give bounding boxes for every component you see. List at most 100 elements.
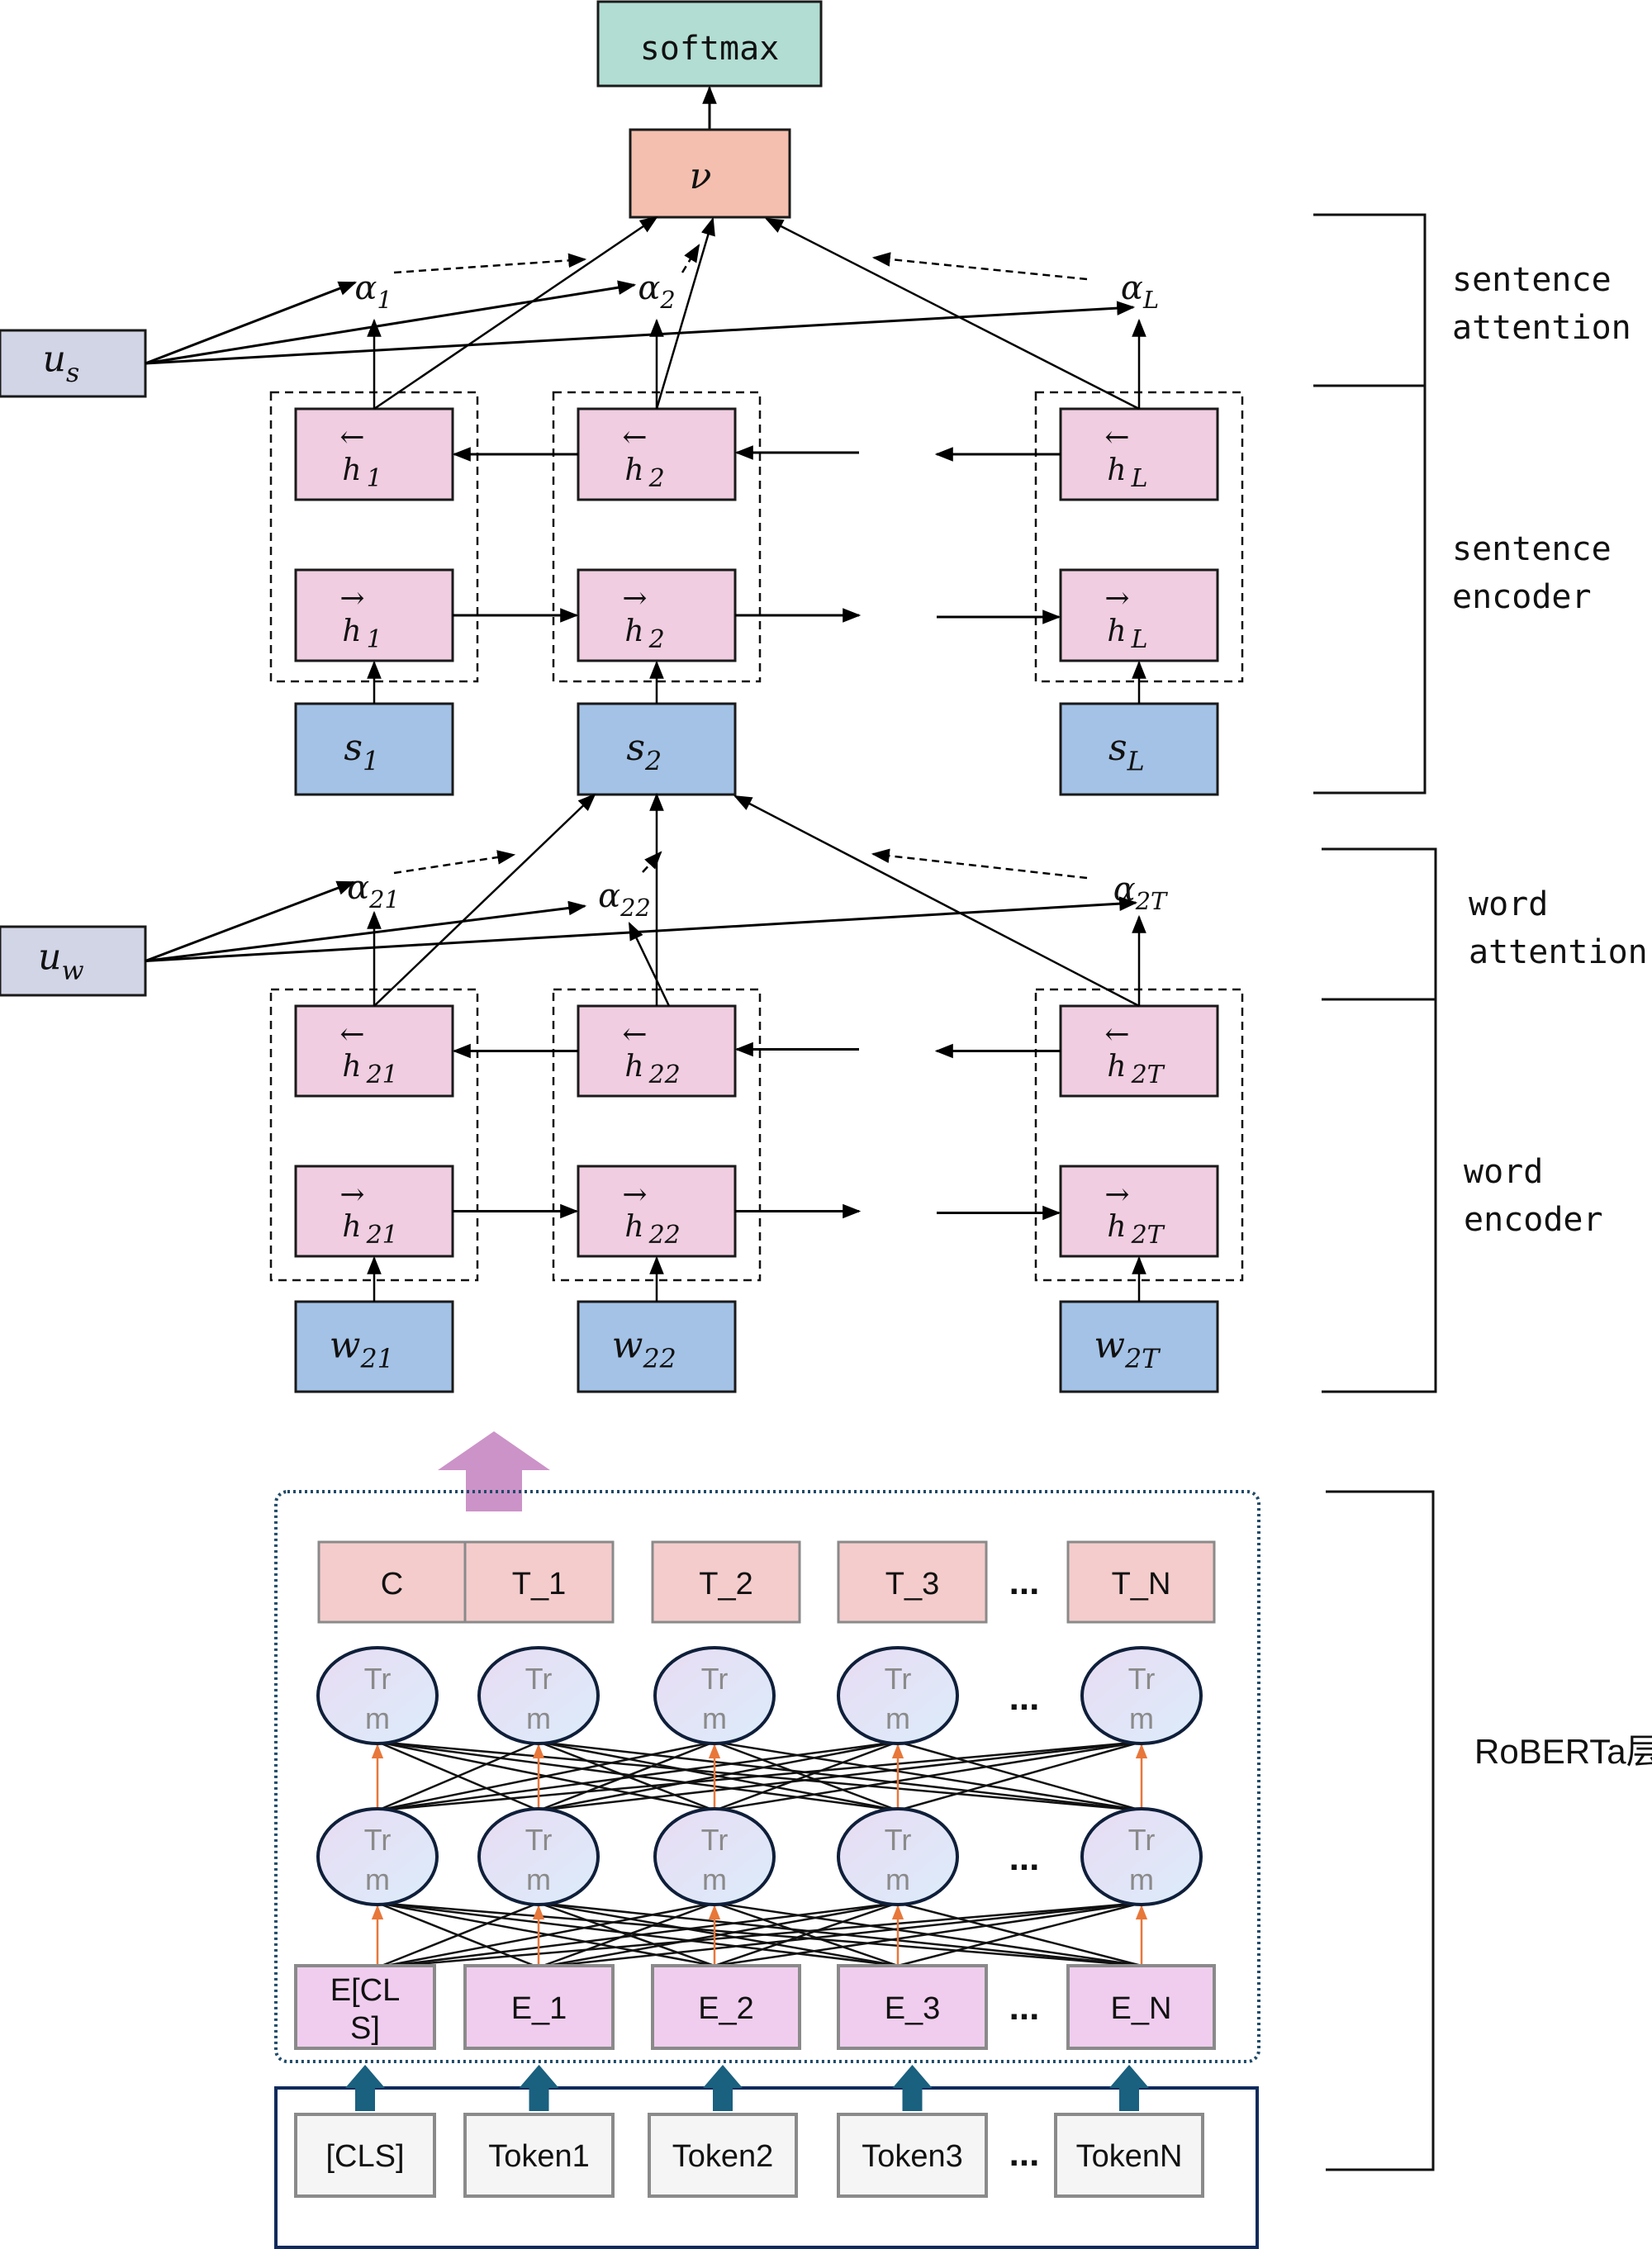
ellipsis-label: ...: [1009, 1838, 1040, 1878]
connection-line: [377, 1740, 899, 1812]
context-vector-box: [0, 925, 147, 997]
roberta-frame: [274, 1490, 1260, 2063]
hidden-to-output-arrow: [373, 793, 596, 1007]
input-vector-label-base: s: [626, 727, 645, 769]
hidden-state-sub: 2: [648, 625, 665, 654]
transformer-label-bottom: m: [1129, 1701, 1154, 1735]
output-token-box: [837, 1540, 988, 1624]
hidden-state-box: [1059, 407, 1219, 501]
sentence-context-vector: us: [0, 329, 147, 398]
input-token-label: [CLS]: [325, 2139, 404, 2174]
input-token-label: Token2: [672, 2139, 774, 2174]
ellipsis-label: ...: [1009, 1987, 1040, 2028]
hidden-state-sub: L: [1131, 464, 1148, 493]
weight-dashed-arrow: [393, 253, 587, 274]
output-token-label: T_1: [512, 1567, 566, 1601]
embedding-box: [1066, 1964, 1216, 2050]
transformer-label-bottom: m: [1129, 1862, 1154, 1896]
ellipsis-label: ...: [1009, 2133, 1040, 2174]
attention-weight-label-base: α: [598, 877, 620, 915]
embedding-box: [294, 1964, 436, 2050]
input-vector-label: w2T: [1094, 1325, 1161, 1374]
transformer-node-1-4: Trm: [1080, 1807, 1203, 1906]
input-vector-label-base: w: [612, 1325, 643, 1367]
embedding-box: [651, 1964, 801, 2050]
v-block: ν: [629, 128, 791, 219]
connection-line: [377, 1740, 539, 1812]
attention-weight-label: α21: [347, 869, 400, 913]
transformer-label-bottom: m: [365, 1701, 390, 1735]
hidden-state-box: [1059, 1004, 1219, 1098]
output-token-box: [1066, 1540, 1216, 1624]
transformer-label-top: Tr: [1128, 1662, 1156, 1696]
connection-line: [714, 1740, 1142, 1812]
weight-dashed-arrow: [393, 850, 516, 875]
hidden-state-base: h: [342, 453, 361, 487]
input-vector-label-base: w: [1094, 1325, 1125, 1367]
transformer-node-0-4: Tr m: [1080, 1646, 1203, 1745]
transformer-label-top: Tr: [525, 1823, 553, 1857]
weight-dashed-arrow: [642, 851, 662, 873]
attention-weight-label-sub: 22: [620, 894, 651, 922]
softmax-label: softmax: [640, 30, 780, 68]
hidden-state-base: h: [1107, 1210, 1126, 1244]
transformer-label-bottom: m: [702, 1862, 727, 1896]
input-vector-label: s2: [626, 727, 662, 776]
transformer-label-bottom: m: [365, 1862, 390, 1896]
word-input-1: w22: [577, 1300, 737, 1393]
input-token-box: [463, 2113, 615, 2198]
input-vector-label-base: s: [1108, 727, 1127, 769]
context-vector-label-base: u: [43, 339, 66, 381]
left-arrow-icon: ←: [622, 1018, 647, 1051]
hidden-state-base: h: [1107, 614, 1126, 648]
hidden-state-base: h: [624, 1210, 643, 1244]
input-vector-label-base: s: [344, 727, 363, 769]
output-token-3: T_3: [837, 1540, 988, 1624]
hidden-state-base: h: [624, 453, 643, 487]
transformer-label-bottom: m: [526, 1701, 551, 1735]
attention-weight-label: αL: [1121, 269, 1159, 314]
attention-weight-label: α22: [598, 877, 651, 922]
transformer-ellipse: [477, 1807, 600, 1906]
sentence-input-2: sL: [1059, 702, 1219, 796]
attention-weight-label: α1: [354, 269, 392, 314]
output-token-label: C: [381, 1567, 403, 1601]
right-arrow-icon: →: [622, 1178, 647, 1212]
input-vector-label-sub: 22: [642, 1345, 676, 1374]
transformer-label-top: Tr: [885, 1662, 912, 1696]
input-token-box: [1054, 2113, 1204, 2198]
output-token-box: [651, 1540, 801, 1624]
embedding-4: E_N: [1066, 1964, 1216, 2050]
context-vector-label: uw: [38, 936, 83, 985]
hidden-state-base: h: [1107, 453, 1126, 487]
embedding-label: E_3: [885, 1991, 941, 2026]
left-arrow-icon: ←: [622, 420, 647, 454]
input-vector-box: [1059, 702, 1219, 796]
hidden-state-box: [294, 1004, 454, 1098]
transformer-ellipse: [837, 1646, 959, 1745]
input-vector-label-sub: 2T: [1124, 1345, 1161, 1374]
left-arrow-icon: ←: [339, 420, 364, 454]
output-token-box: [317, 1540, 467, 1624]
input-token-box: [648, 2113, 798, 2198]
softmax-box: [596, 0, 823, 88]
context-to-weight-arrow: [145, 900, 587, 962]
input-vector-label-sub: 1: [363, 747, 379, 777]
blue-up-arrow-icon: [892, 2065, 933, 2111]
connection-line: [714, 1740, 899, 1812]
connection-line: [714, 1901, 1142, 1967]
